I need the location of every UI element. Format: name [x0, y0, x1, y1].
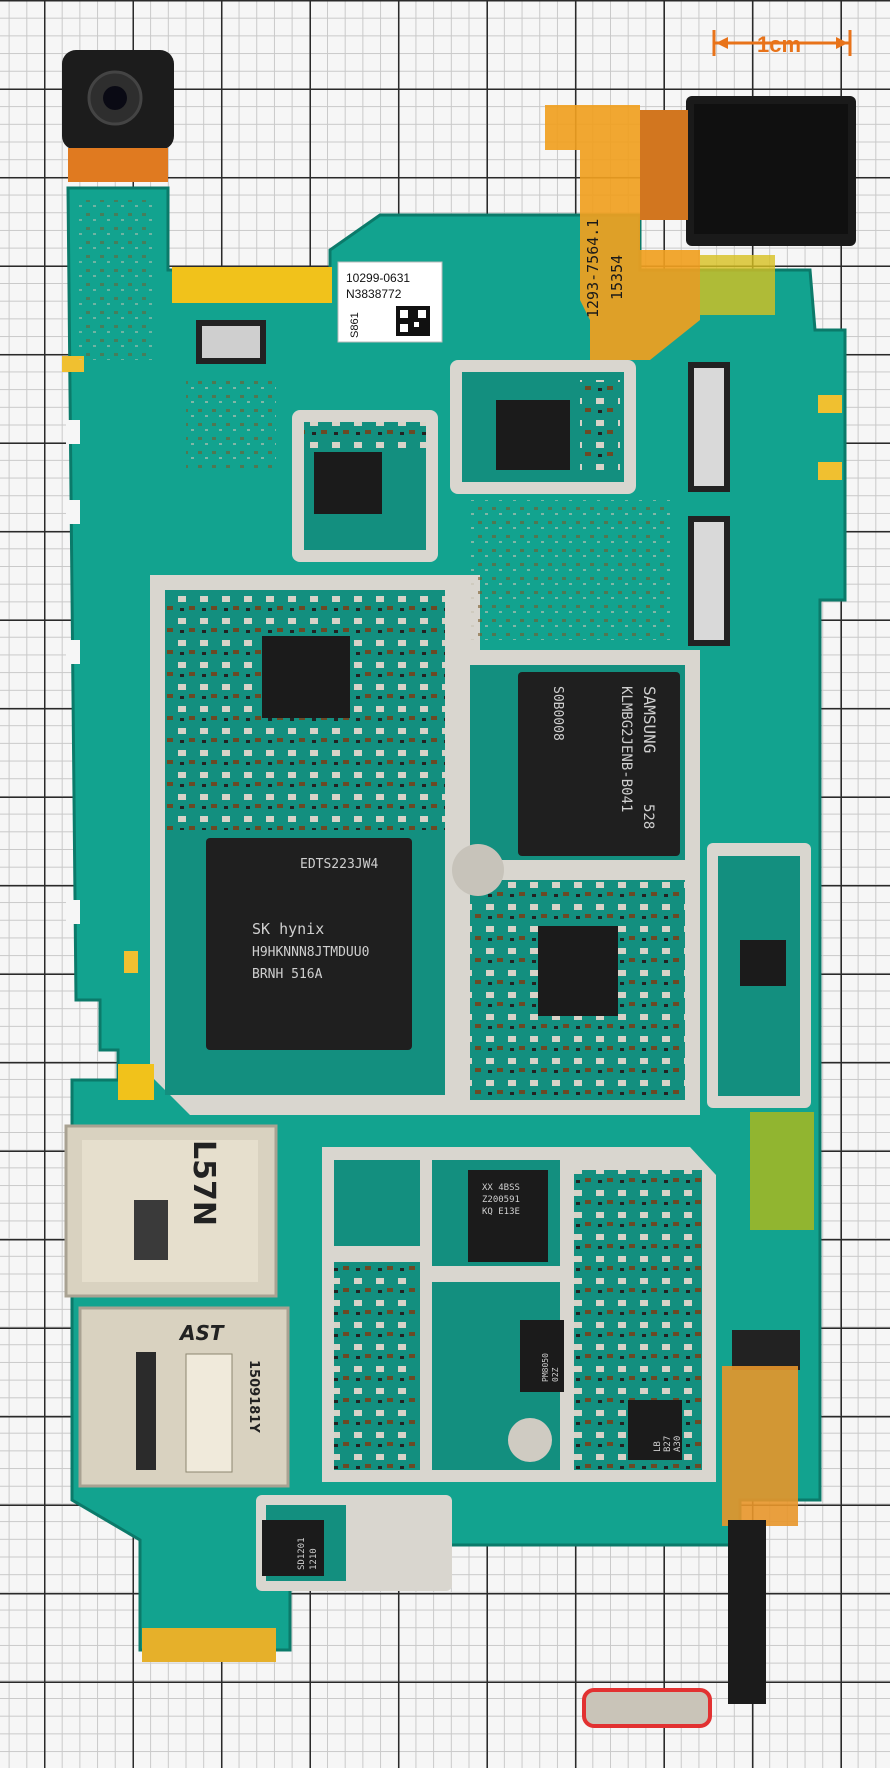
- scale-bar-label: 1cm: [757, 32, 801, 57]
- sticker-line1: 10299-0631: [346, 271, 410, 285]
- small-chip-1-line1: XX 4BSS: [482, 1183, 520, 1193]
- sticker-side-code: S861: [349, 312, 361, 338]
- memory-chip-lot: 528: [640, 804, 656, 829]
- sticker-label: 10299-0631 N3838772 S861: [337, 261, 443, 343]
- hynix-lot: BRNH 516A: [252, 967, 323, 982]
- memory-chip: SAMSUNG KLMBG2JENB-B041 528 S0B0008: [518, 672, 680, 856]
- hynix-brand: SK hynix: [252, 920, 324, 938]
- memory-chip-brand: SAMSUNG: [640, 686, 659, 753]
- yellow-pad: [118, 1064, 154, 1100]
- small-chip-1-line3: KQ E13E: [482, 1207, 520, 1217]
- bottom-chip-line2: 1210: [309, 1548, 319, 1570]
- usb-flex-cable: [582, 1330, 800, 1728]
- hynix-part: H9HKNNN8JTMDUU0: [252, 945, 369, 960]
- board-connectors: [196, 320, 730, 646]
- flex-part-number: 1293-7564.1: [584, 219, 602, 318]
- flex-part-code: 15354: [608, 255, 626, 300]
- qr-code-icon: [396, 306, 430, 336]
- pmic-chip: [538, 926, 618, 1016]
- main-camera-module: [640, 96, 856, 246]
- small-chip-2-line1: PM8050: [541, 1353, 550, 1382]
- bottom-contact-strip: [142, 1628, 276, 1662]
- board-edge-notches: [66, 420, 80, 924]
- component-cluster-edge: [76, 200, 156, 360]
- small-chip-1-line2: Z200591: [482, 1195, 520, 1205]
- scale-bar: [712, 30, 852, 56]
- sim-slot-marking: L57N: [186, 1140, 221, 1226]
- edge-gold-contacts: [62, 356, 842, 973]
- sd-slot-brand: AST: [178, 1321, 225, 1345]
- memory-chip-code: S0B0008: [550, 686, 565, 741]
- lower-shield-frame: XX 4BSS Z200591 KQ E13E PM8050 02Z LB B2…: [322, 1147, 716, 1482]
- antenna-flex: [750, 1112, 814, 1230]
- bottom-chip-line1: SD1201: [297, 1537, 307, 1570]
- component-cluster-left: [186, 380, 276, 470]
- front-camera-module: [62, 50, 174, 182]
- shield-can-small-center: [450, 360, 636, 494]
- hynix-top-code: EDTS223JW4: [300, 857, 378, 872]
- yellow-tape: [172, 267, 332, 303]
- shield-can-small-left: [292, 410, 438, 562]
- component-cluster-top: [470, 500, 670, 640]
- small-chip-3-line1: LB: [653, 1441, 663, 1452]
- small-chip-3-line2: B27: [663, 1436, 673, 1452]
- small-chip-2-line2: 02Z: [551, 1367, 560, 1382]
- shield-can-right: [707, 843, 811, 1108]
- shield-can-bottom: SD1201 1210: [256, 1495, 452, 1591]
- processor-memory-chip: EDTS223JW4 SK hynix H9HKNNN8JTMDUU0 BRNH…: [206, 838, 412, 1050]
- sim-card-slot: L57N: [64, 1124, 278, 1298]
- small-chip-3-line3: A30: [673, 1436, 683, 1452]
- memory-chip-part: KLMBG2JENB-B041: [618, 686, 634, 812]
- sticker-line2: N3838772: [346, 287, 402, 301]
- camera-flex-cable: 1293-7564.1 15354: [545, 105, 775, 360]
- sd-slot-code: 1509181Y: [246, 1360, 261, 1433]
- sd-card-slot: AST 1509181Y: [78, 1306, 290, 1488]
